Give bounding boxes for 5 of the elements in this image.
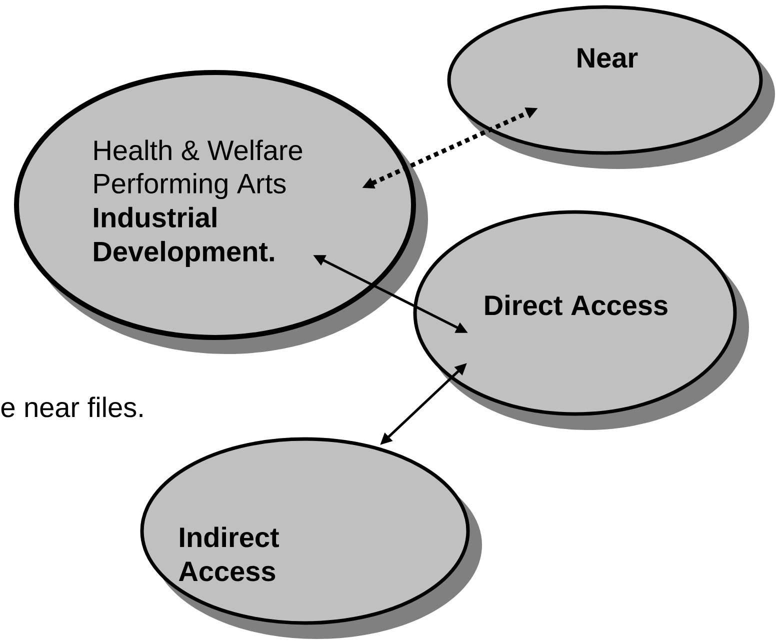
ellipse-node: Direct Access [413, 210, 749, 430]
ellipse-node: Near [447, 5, 775, 169]
ellipse-node: Indirect Access [140, 437, 482, 639]
ellipse-node: Health & Welfare Performing Arts Industrial Development. [14, 70, 428, 354]
note-text: e near files. [1, 396, 142, 418]
